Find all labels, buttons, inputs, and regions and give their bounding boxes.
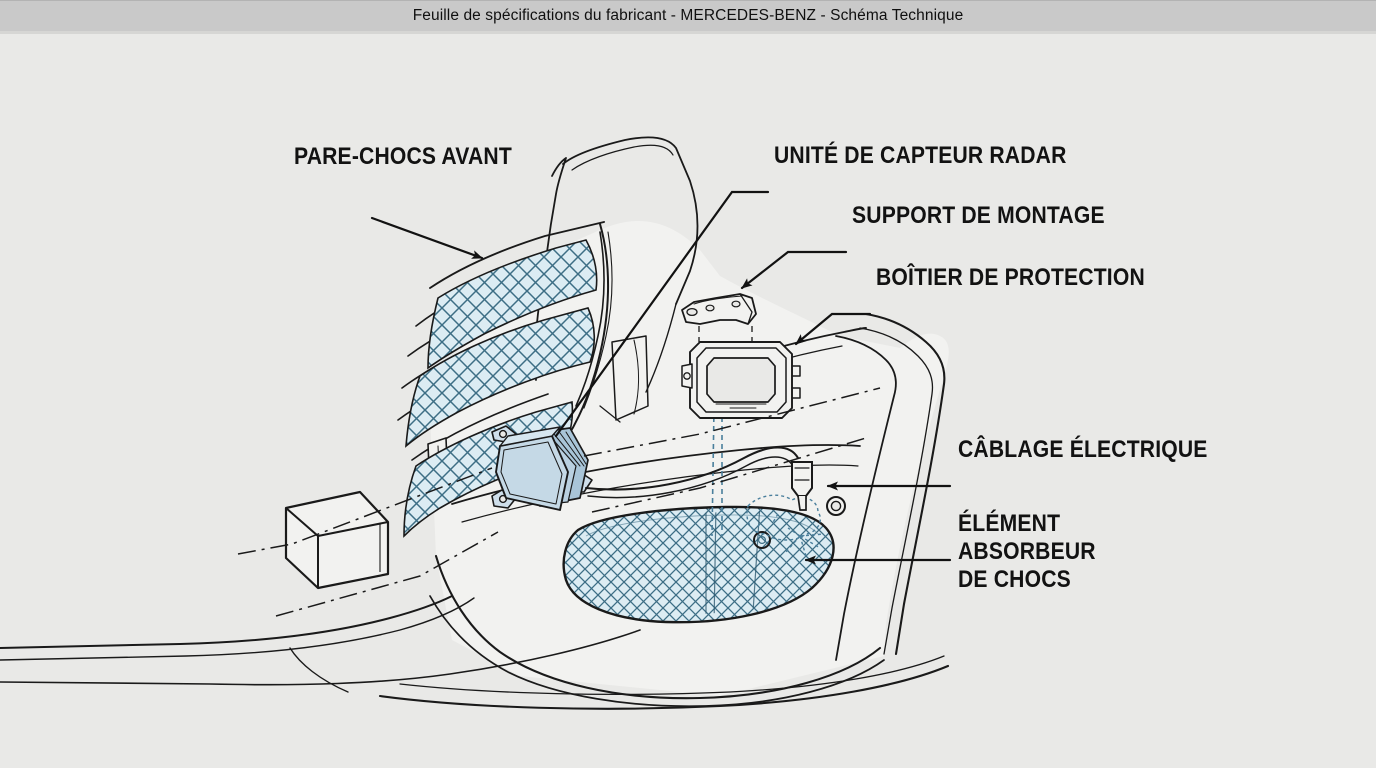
alignment-axis-right-upper bbox=[583, 387, 881, 457]
fender-inner-edge bbox=[859, 327, 934, 655]
grille-slat-line-5 bbox=[411, 393, 549, 461]
alignment-axes-group bbox=[237, 387, 881, 617]
leader-radar-sensor bbox=[554, 190, 770, 438]
callout-leaders-group bbox=[370, 190, 952, 565]
harness-cable-inner bbox=[587, 456, 794, 499]
detached-box-body bbox=[284, 490, 390, 590]
housing-notch-r1 bbox=[791, 365, 801, 377]
fender-crease bbox=[835, 335, 897, 661]
callout-label-protective-housing: BOÎTIER DE PROTECTION bbox=[876, 264, 1145, 291]
grille-return-crease bbox=[633, 339, 639, 415]
radar-sensor-unit-group bbox=[491, 425, 593, 511]
protective-housing-group bbox=[681, 341, 801, 419]
alignment-axis-lower bbox=[275, 531, 499, 617]
wiring-harness-group bbox=[584, 446, 846, 516]
leader-front-bumper bbox=[370, 216, 484, 260]
leader-protective-housing bbox=[794, 312, 872, 346]
absorber-bolt-hole-inner bbox=[757, 536, 766, 545]
connector-pin-shroud bbox=[797, 495, 807, 511]
bumper-lower-contour-2 bbox=[429, 595, 885, 708]
assembly-alignment-dashes bbox=[698, 326, 753, 342]
bracket-top-crease bbox=[693, 295, 743, 305]
technical-drawing-canvas: PARE-CHOCS AVANT UNITÉ DE CAPTEUR RADAR … bbox=[0, 36, 1376, 768]
mounting-bracket-group bbox=[681, 293, 757, 325]
spoiler-side-crease bbox=[289, 647, 349, 693]
spoiler-bottom-1 bbox=[0, 629, 641, 686]
impact-flecks bbox=[755, 513, 779, 529]
callout-label-shock-absorber-element: ÉLÉMENT ABSORBEUR DE CHOCS bbox=[958, 510, 1096, 593]
spoiler-bottom-2 bbox=[378, 664, 950, 710]
technical-drawing-svg bbox=[0, 36, 1376, 768]
housing-lug-hole-left bbox=[683, 372, 691, 380]
bracket-fold bbox=[739, 293, 753, 325]
absorber-inner-echo bbox=[585, 514, 819, 537]
detached-module-box-group bbox=[284, 490, 390, 590]
harness-cable-outer bbox=[584, 446, 800, 491]
spoiler-top-edge bbox=[0, 595, 453, 649]
header-bar: Feuille de spécifications du fabricant -… bbox=[0, 0, 1376, 34]
hood-edge-outer bbox=[562, 136, 699, 305]
grille-mesh-band-2 bbox=[405, 307, 596, 448]
grille-mesh-band-1 bbox=[427, 239, 598, 370]
sensor-front-bevel bbox=[500, 441, 563, 505]
housing-aperture bbox=[706, 357, 776, 403]
spoiler-edge-2 bbox=[0, 597, 475, 661]
grille-top-edge bbox=[429, 221, 605, 289]
callout-label-radar-sensor-unit: UNITÉ DE CAPTEUR RADAR bbox=[774, 142, 1067, 169]
housing-lug-left bbox=[681, 363, 693, 389]
spoiler-bottom-3 bbox=[399, 655, 945, 696]
sensor-rib-lines bbox=[553, 431, 587, 467]
callout-label-mounting-bracket: SUPPORT DE MONTAGE bbox=[852, 202, 1105, 229]
bumper-lower-contour bbox=[434, 554, 882, 700]
bracket-hole-left bbox=[686, 307, 698, 317]
hood-edge-inner-top bbox=[571, 144, 674, 171]
page-title: Feuille de spécifications du fabricant -… bbox=[412, 7, 964, 24]
grille-return-edge bbox=[599, 405, 621, 423]
impact-cloud-outline bbox=[746, 494, 822, 541]
sensor-top-chamfer bbox=[499, 426, 561, 447]
hood-crease-1 bbox=[575, 231, 605, 407]
grommet-ring-inner bbox=[830, 500, 842, 512]
absorber-mesh-group bbox=[562, 505, 835, 624]
bracket-hole-mid bbox=[705, 304, 715, 312]
bracket-hole-right bbox=[731, 300, 741, 308]
fender-outer-edge bbox=[864, 312, 946, 656]
sensor-ear-hole-tl bbox=[498, 429, 508, 439]
callout-label-front-bumper: PARE-CHOCS AVANT bbox=[294, 143, 512, 170]
absorber-bolt-hole bbox=[753, 531, 771, 549]
alignment-axis-right-lower bbox=[591, 437, 867, 513]
impact-cloud-group bbox=[746, 494, 825, 557]
hood-edge-outer-lower bbox=[645, 303, 677, 393]
grille-return-panel bbox=[611, 335, 649, 421]
leader-mounting-bracket bbox=[740, 250, 848, 290]
callout-label-electrical-wiring: CÂBLAGE ÉLECTRIQUE bbox=[958, 436, 1208, 463]
housing-notch-r2 bbox=[791, 387, 801, 399]
connector-plug-body bbox=[791, 461, 813, 497]
shock-absorber-mesh bbox=[562, 505, 835, 624]
